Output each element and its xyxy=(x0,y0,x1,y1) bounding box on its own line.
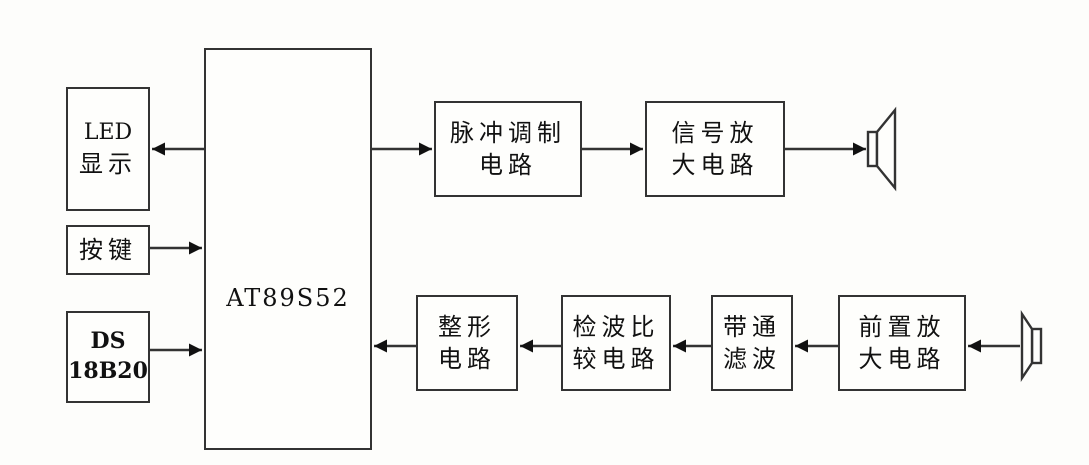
bandpass-label-line1: 带通 xyxy=(723,312,781,341)
signal-amplifier-label-line2: 大电路 xyxy=(671,151,759,179)
pulse-modulation-label-line1: 脉冲调制 xyxy=(450,118,566,147)
ds18b20-label-line2: 18B20 xyxy=(68,358,148,384)
led-label: LED xyxy=(83,119,133,145)
shaping-label-line2: 电路 xyxy=(438,345,496,373)
bandpass-label-line2: 滤波 xyxy=(723,345,781,373)
speaker-icon xyxy=(1020,310,1043,382)
led-display-block: LED 显示 xyxy=(66,87,150,211)
led-display-label: 显示 xyxy=(79,149,137,178)
shaping-block: 整形 电路 xyxy=(416,295,518,391)
bandpass-filter-block: 带通 滤波 xyxy=(711,295,793,391)
detect-compare-label-line2: 较电路 xyxy=(572,345,660,373)
mcu-label: AT89S52 xyxy=(226,284,350,312)
signal-amplifier-block: 信号放 大电路 xyxy=(645,101,785,197)
preamp-block: 前置放 大电路 xyxy=(838,295,966,391)
pulse-modulation-label-line2: 电路 xyxy=(479,151,537,179)
shaping-label-line1: 整形 xyxy=(438,312,496,341)
detect-compare-label-line1: 检波比 xyxy=(572,312,660,341)
mcu-block: AT89S52 xyxy=(204,48,372,450)
preamp-label-line2: 大电路 xyxy=(858,345,946,373)
ds18b20-label-line1: DS xyxy=(90,328,126,355)
pulse-modulation-block: 脉冲调制 电路 xyxy=(434,101,582,197)
speaker-icon xyxy=(866,106,897,192)
keypad-block: 按键 xyxy=(66,225,150,275)
keypad-label: 按键 xyxy=(79,235,137,264)
signal-amplifier-label-line1: 信号放 xyxy=(671,118,759,147)
detect-compare-block: 检波比 较电路 xyxy=(561,295,671,391)
ds18b20-block: DS 18B20 xyxy=(66,311,150,403)
preamp-label-line1: 前置放 xyxy=(858,312,946,341)
